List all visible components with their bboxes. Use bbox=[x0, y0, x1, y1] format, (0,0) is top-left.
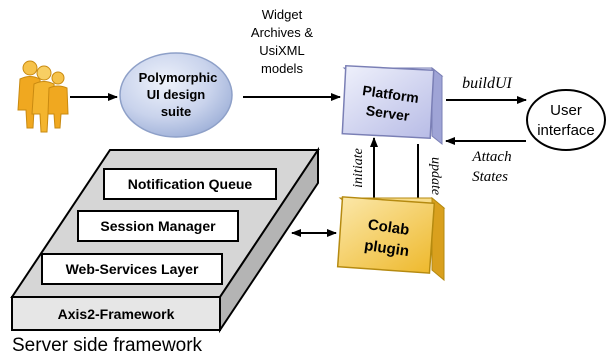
platform-label-line2: Server bbox=[365, 102, 411, 124]
suite-label-line2: UI design bbox=[147, 87, 206, 102]
build-ui-label: buildUI bbox=[462, 75, 512, 92]
attach-states-line2: States bbox=[472, 169, 508, 185]
users-icon bbox=[17, 60, 69, 133]
suite-label-line3: suite bbox=[161, 104, 191, 119]
widget-note-line4: models bbox=[261, 61, 303, 76]
colab-label-line1: Colab bbox=[367, 216, 411, 239]
widget-note-line2: Archives & bbox=[251, 25, 313, 40]
initiate-label: initiate bbox=[351, 148, 366, 188]
notification-queue-label: Notification Queue bbox=[128, 176, 253, 192]
widget-note-line1: Widget bbox=[262, 7, 303, 22]
diagram-caption: Server side framework bbox=[12, 335, 203, 355]
update-label: update bbox=[428, 157, 443, 195]
platform-label-line1: Platform bbox=[361, 82, 419, 106]
session-manager-box bbox=[77, 210, 239, 242]
session-manager-label: Session Manager bbox=[100, 218, 216, 234]
notification-queue-box bbox=[103, 168, 277, 200]
platform-server-node: Platform Server bbox=[341, 64, 444, 146]
web-services-layer-label: Web-Services Layer bbox=[66, 261, 199, 277]
user-interface-node: User interface bbox=[526, 89, 606, 151]
widget-archives-note: Widget Archives & UsiXML models bbox=[251, 7, 313, 76]
colab-plugin-node: Colab plugin bbox=[336, 196, 446, 282]
web-services-layer-box bbox=[41, 253, 223, 285]
user-interface-line2: interface bbox=[537, 122, 595, 139]
attach-states-line1: Attach bbox=[471, 149, 511, 165]
suite-label-line1: Polymorphic bbox=[139, 70, 218, 85]
server-framework-box: Axis2-Framework Notification Queue Sessi… bbox=[10, 146, 320, 334]
design-suite-node: Polymorphic UI design suite bbox=[119, 52, 233, 138]
axis2-framework-label: Axis2-Framework bbox=[58, 306, 175, 322]
widget-note-line3: UsiXML bbox=[259, 43, 305, 58]
user-interface-line1: User bbox=[550, 102, 582, 119]
colab-label-line2: plugin bbox=[363, 237, 410, 260]
